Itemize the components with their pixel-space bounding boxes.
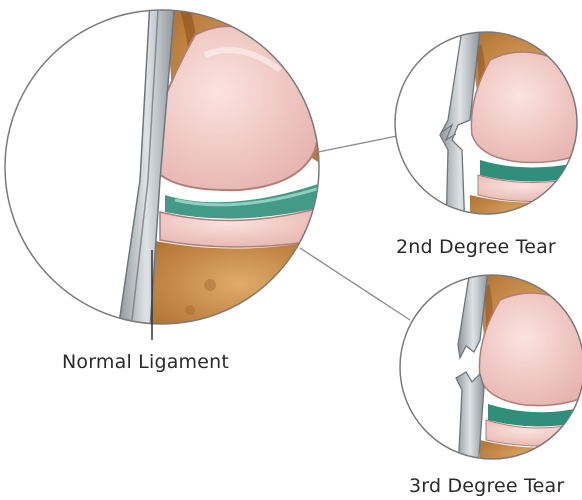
second-degree-tear-label: 2nd Degree Tear	[396, 236, 556, 258]
normal-ligament-label: Normal Ligament	[62, 351, 229, 373]
third-degree-tear-circle	[395, 270, 582, 470]
femur-cartilage-3rd	[479, 293, 582, 406]
connector-line-2nd	[318, 136, 397, 152]
third-degree-tear-label: 3rd Degree Tear	[409, 475, 564, 497]
femur-cartilage-2nd	[471, 52, 582, 163]
normal-knee-circle	[0, 0, 340, 330]
second-degree-tear-circle	[390, 30, 582, 230]
tibia-bone	[150, 238, 330, 330]
connector-line-3rd	[300, 248, 410, 320]
